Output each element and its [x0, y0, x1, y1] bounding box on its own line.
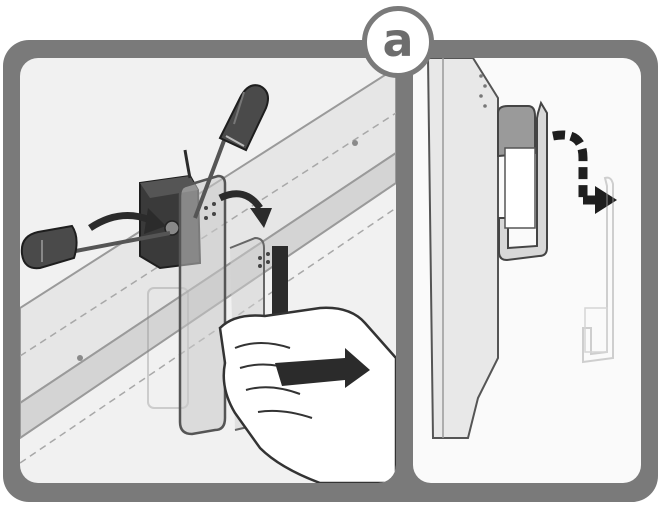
- screwdriver-icon: [20, 224, 171, 270]
- hand-icon: [218, 306, 396, 483]
- screwdriver-icon: [193, 84, 269, 219]
- hook-removal-arrow-icon: [552, 130, 617, 214]
- ghost-bracket: [582, 176, 614, 364]
- right-panel-side-view: [413, 58, 641, 483]
- side-view-drawing: [426, 58, 617, 439]
- mount-block: [497, 105, 536, 158]
- step-label: a: [382, 13, 414, 67]
- monitor-profile: [426, 58, 499, 439]
- curve-arrow-icon: [218, 190, 272, 228]
- step-badge: a: [362, 6, 434, 78]
- left-panel-bracket-removal: [20, 58, 396, 483]
- rotate-arrow-icon: [88, 149, 192, 234]
- bracket-icon: [498, 100, 548, 262]
- bracket-removal-drawing: [20, 66, 396, 483]
- pull-arrow-icon: [275, 348, 370, 388]
